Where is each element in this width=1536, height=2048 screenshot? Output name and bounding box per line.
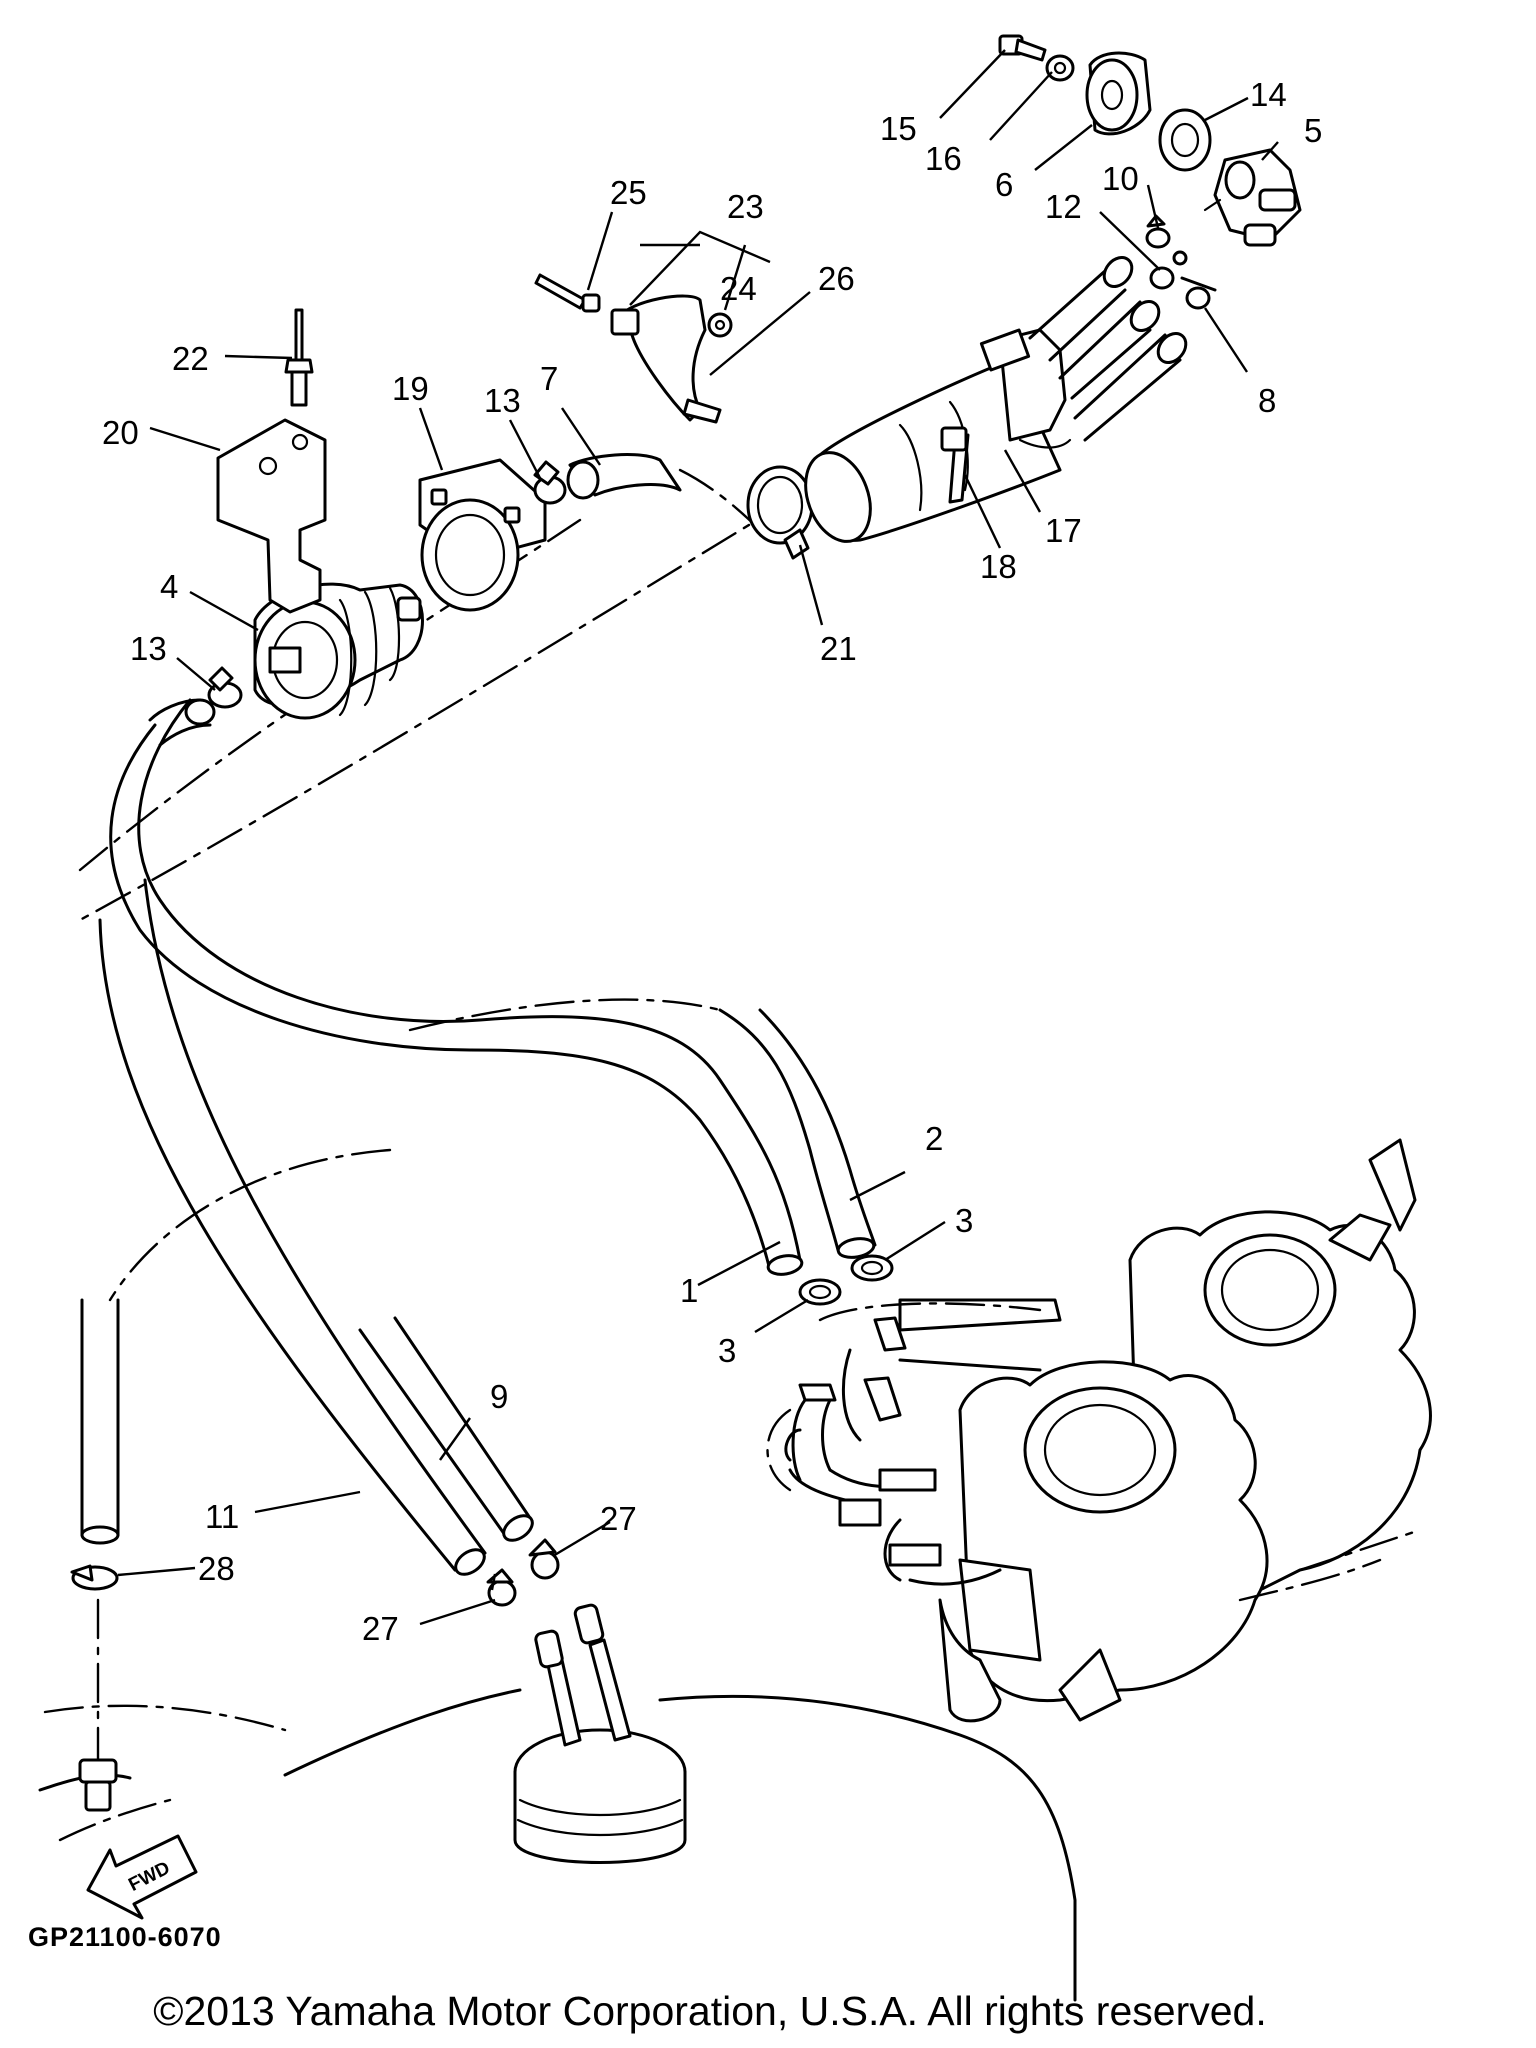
callout-21: 21 bbox=[820, 630, 857, 667]
callout-6: 6 bbox=[995, 166, 1013, 203]
clamp-13-upper bbox=[533, 460, 567, 505]
callout-16: 16 bbox=[925, 140, 962, 177]
callout-18: 18 bbox=[980, 548, 1017, 585]
hose-13-lower-stub bbox=[148, 698, 216, 747]
o-ring-12 bbox=[1149, 250, 1188, 290]
washer-24 bbox=[707, 312, 733, 338]
throttle-body-assembly bbox=[938, 1138, 1432, 1723]
hose-2 bbox=[408, 998, 877, 1259]
copyright-notice: ©2013 Yamaha Motor Corporation, U.S.A. A… bbox=[153, 1988, 1267, 2034]
callout-15: 15 bbox=[880, 110, 917, 147]
leader-lines bbox=[117, 49, 1279, 1626]
vent-hose bbox=[80, 1148, 392, 1762]
callout-17: 17 bbox=[1045, 512, 1082, 549]
callout-14: 14 bbox=[1250, 76, 1287, 113]
callout-5: 5 bbox=[1304, 112, 1322, 149]
callout-11: 11 bbox=[205, 1498, 239, 1535]
callout-10: 10 bbox=[1102, 160, 1139, 197]
callout-13-lower: 13 bbox=[130, 630, 167, 667]
callout-4: 4 bbox=[160, 568, 178, 605]
clamp-27-upper bbox=[528, 1538, 560, 1580]
callout-25: 25 bbox=[610, 174, 647, 211]
fuel-tank-pump-unit bbox=[513, 1603, 687, 1864]
callout-23: 23 bbox=[727, 188, 764, 225]
callout-27-lower: 27 bbox=[362, 1610, 399, 1647]
callout-9: 9 bbox=[490, 1378, 508, 1415]
washer-16 bbox=[1045, 54, 1075, 82]
cover-6 bbox=[1085, 51, 1152, 136]
bracket-20 bbox=[216, 418, 327, 614]
fuel-tank bbox=[38, 1688, 1077, 2002]
callout-24: 24 bbox=[720, 270, 757, 307]
o-ring-10 bbox=[1145, 214, 1171, 249]
hose-9 bbox=[358, 1316, 534, 1542]
callout-26: 26 bbox=[818, 260, 855, 297]
clamp-28 bbox=[70, 1564, 119, 1591]
band-26 bbox=[610, 294, 722, 424]
nut-14 bbox=[1158, 108, 1212, 172]
bracket-19 bbox=[418, 458, 547, 612]
callout-numbers: 1 2 3 3 4 5 6 7 8 9 10 11 12 13 13 14 15… bbox=[102, 76, 1322, 1647]
screw-15 bbox=[998, 34, 1047, 62]
callout-2: 2 bbox=[925, 1120, 943, 1157]
callout-3-lower: 3 bbox=[718, 1332, 736, 1369]
vent-valve bbox=[78, 1758, 118, 1812]
rivet-22 bbox=[284, 308, 314, 407]
pump-outlet-tubes bbox=[1028, 256, 1188, 442]
callout-27-upper: 27 bbox=[600, 1500, 637, 1537]
callout-8: 8 bbox=[1258, 382, 1276, 419]
callout-28: 28 bbox=[198, 1550, 235, 1587]
regulator-5 bbox=[1203, 148, 1302, 247]
cable-tie-18 bbox=[940, 426, 970, 504]
clamp-3-upper bbox=[850, 1254, 894, 1282]
hose-7 bbox=[566, 453, 772, 542]
clamp-21 bbox=[746, 465, 814, 560]
hose-11 bbox=[98, 878, 487, 1576]
hose-1 bbox=[109, 698, 804, 1276]
callout-12: 12 bbox=[1045, 188, 1082, 225]
callout-1: 1 bbox=[680, 1272, 698, 1309]
clamp-3-lower bbox=[798, 1278, 842, 1306]
callout-19: 19 bbox=[392, 370, 429, 407]
screw-25 bbox=[534, 273, 601, 313]
fuel-pump-17 bbox=[804, 328, 1072, 543]
fwd-arrow-icon: FWD bbox=[86, 1834, 198, 1920]
diagram-code: GP21100-6070 bbox=[28, 1922, 222, 1952]
callout-20: 20 bbox=[102, 414, 139, 451]
callout-13-upper: 13 bbox=[484, 382, 521, 419]
callout-7: 7 bbox=[540, 360, 558, 397]
callout-3-upper: 3 bbox=[955, 1202, 973, 1239]
clamp-13-lower bbox=[207, 666, 243, 709]
fuel-rail-hoses bbox=[766, 1298, 1062, 1586]
callout-22: 22 bbox=[172, 340, 209, 377]
axis-line-filter bbox=[78, 498, 792, 922]
o-ring-8 bbox=[1180, 276, 1217, 310]
